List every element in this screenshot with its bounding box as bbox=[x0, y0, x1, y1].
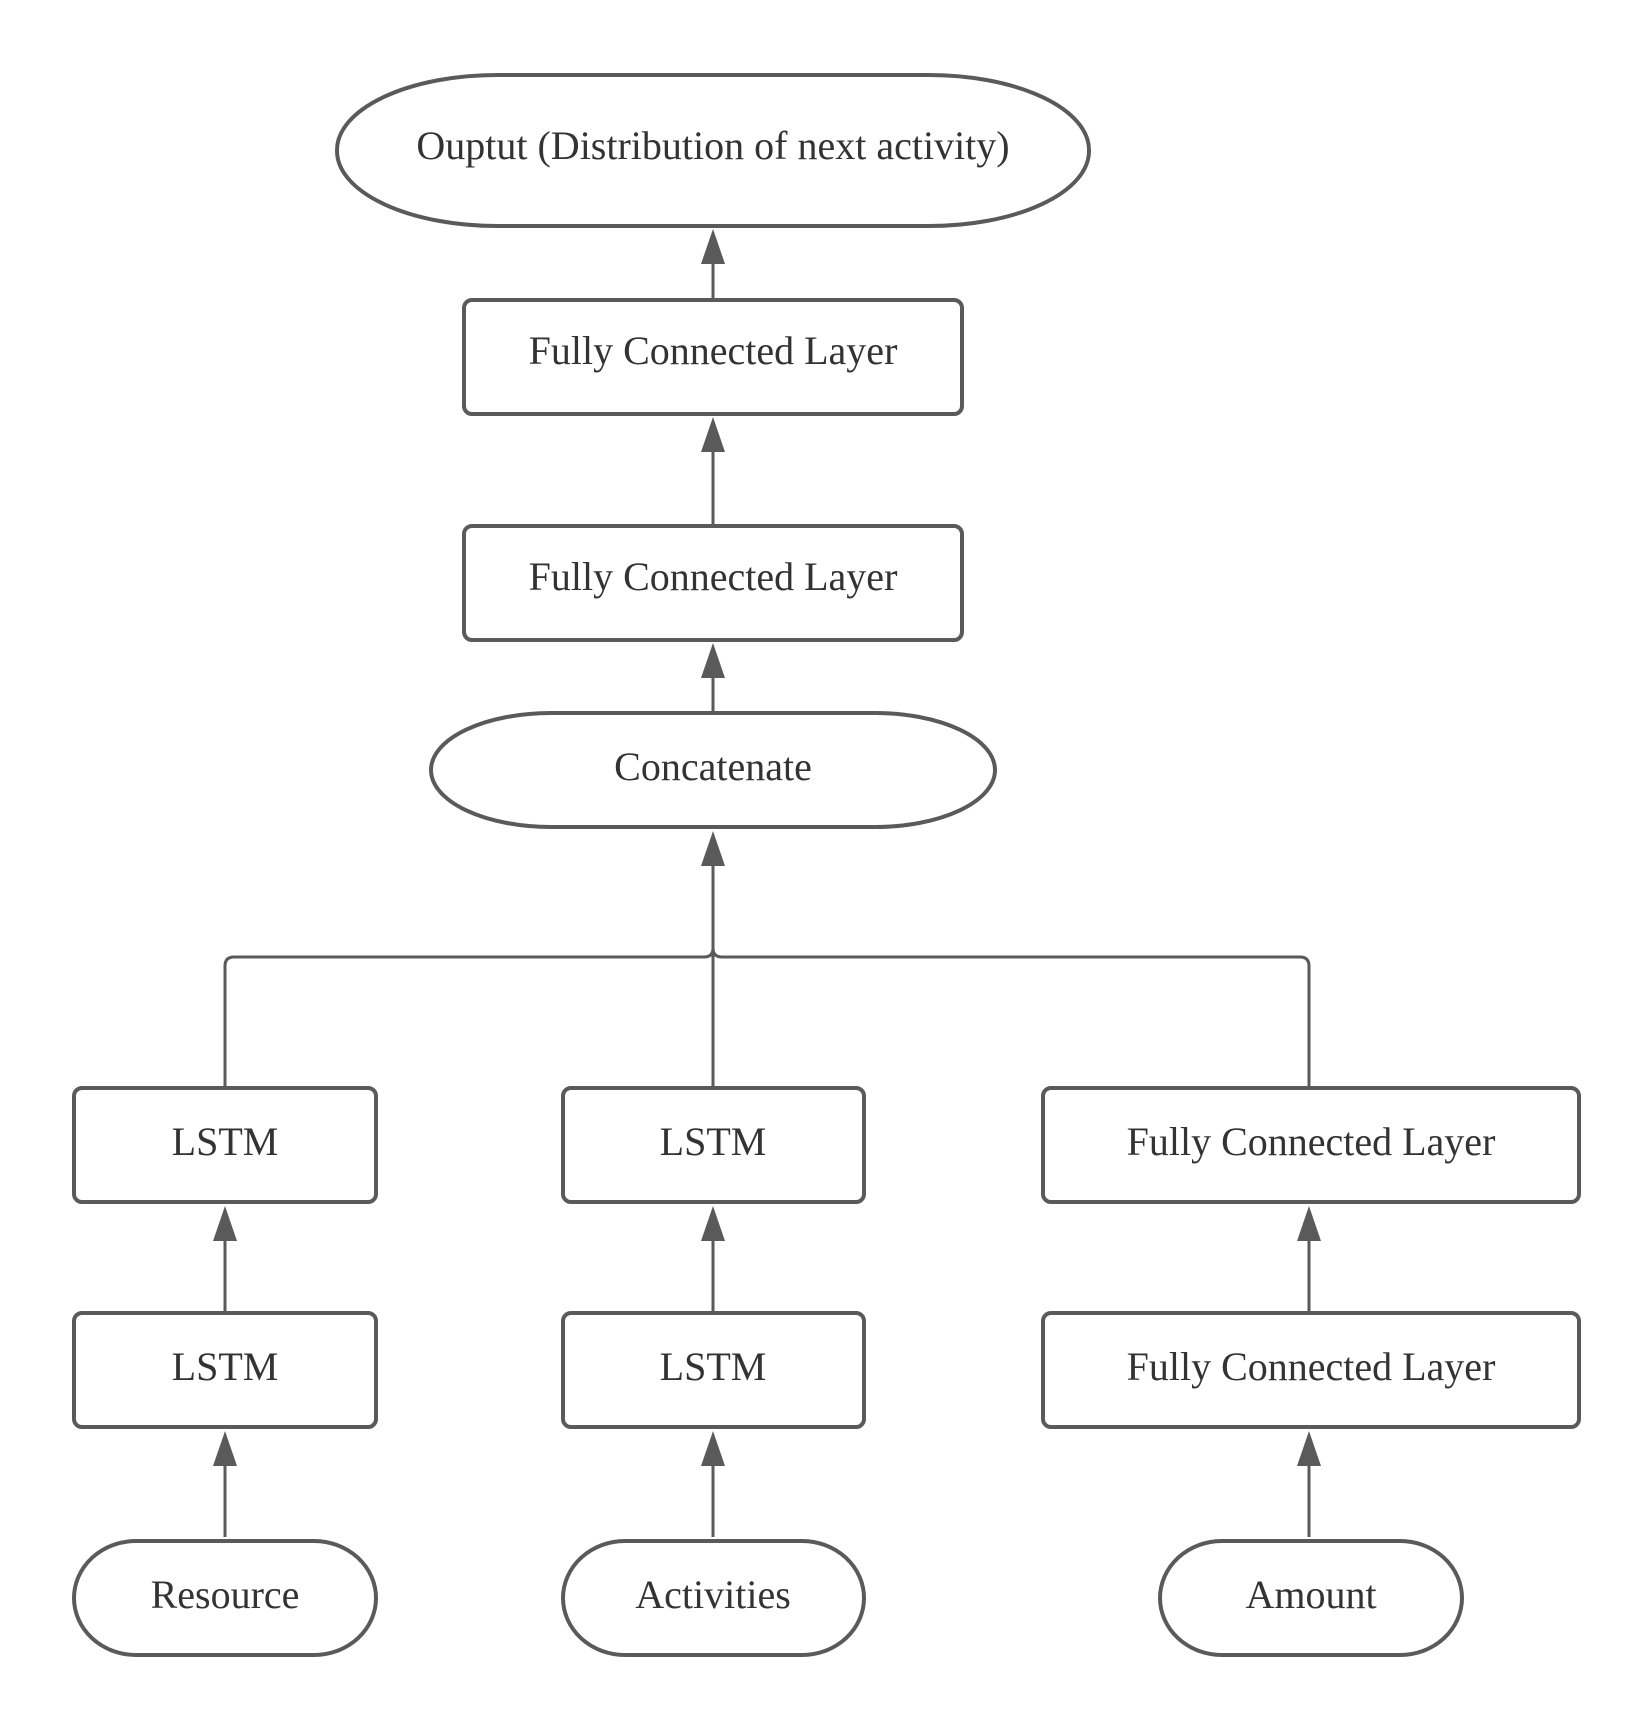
fc-top-node: Fully Connected Layer bbox=[462, 298, 964, 416]
activities-lstm-1-node: LSTM bbox=[561, 1311, 866, 1429]
arrowhead-amount-fc1 bbox=[1297, 1431, 1321, 1466]
amount-fc-1-node: Fully Connected Layer bbox=[1041, 1311, 1581, 1429]
activities-lstm-1-label: LSTM bbox=[660, 1344, 767, 1389]
fc-mid-label: Fully Connected Layer bbox=[529, 554, 898, 599]
amount-fc-2-label: Fully Connected Layer bbox=[1127, 1119, 1496, 1164]
arrowhead-amount-fc2 bbox=[1297, 1206, 1321, 1241]
fc-mid-node: Fully Connected Layer bbox=[462, 524, 964, 642]
concatenate-node: Concatenate bbox=[429, 711, 997, 829]
resource-input-label: Resource bbox=[151, 1572, 300, 1617]
output-label: Ouptut (Distribution of next activity) bbox=[416, 123, 1009, 168]
activities-input-label: Activities bbox=[635, 1572, 791, 1617]
concatenate-label: Concatenate bbox=[614, 744, 812, 789]
arrowhead-concatenate bbox=[701, 831, 725, 866]
amount-input-label: Amount bbox=[1245, 1572, 1376, 1617]
arrowhead-resource-lstm1 bbox=[213, 1431, 237, 1466]
resource-lstm-1-node: LSTM bbox=[72, 1311, 378, 1429]
resource-lstm-2-node: LSTM bbox=[72, 1086, 378, 1204]
edge-amount-fc2-to-concatenate bbox=[711, 947, 1311, 1088]
arrowhead-output bbox=[701, 229, 725, 264]
activities-lstm-2-node: LSTM bbox=[561, 1086, 866, 1204]
amount-input-node: Amount bbox=[1158, 1539, 1464, 1657]
arrowhead-fc-mid bbox=[701, 643, 725, 678]
arrowhead-activities-lstm1 bbox=[701, 1431, 725, 1466]
fc-top-label: Fully Connected Layer bbox=[529, 328, 898, 373]
amount-fc-2-node: Fully Connected Layer bbox=[1041, 1086, 1581, 1204]
amount-fc-1-label: Fully Connected Layer bbox=[1127, 1344, 1496, 1389]
activities-lstm-2-label: LSTM bbox=[660, 1119, 767, 1164]
arrowhead-activities-lstm2 bbox=[701, 1206, 725, 1241]
output-node: Ouptut (Distribution of next activity) bbox=[335, 73, 1091, 228]
resource-input-node: Resource bbox=[72, 1539, 378, 1657]
edge-resource-lstm2-to-concatenate bbox=[223, 858, 715, 1088]
resource-lstm-1-label: LSTM bbox=[172, 1344, 279, 1389]
arrowhead-resource-lstm2 bbox=[213, 1206, 237, 1241]
resource-lstm-2-label: LSTM bbox=[172, 1119, 279, 1164]
nodes: Ouptut (Distribution of next activity) F… bbox=[72, 73, 1581, 1657]
edges bbox=[213, 229, 1321, 1537]
activities-input-node: Activities bbox=[561, 1539, 866, 1657]
arrowhead-fc-top bbox=[701, 417, 725, 452]
